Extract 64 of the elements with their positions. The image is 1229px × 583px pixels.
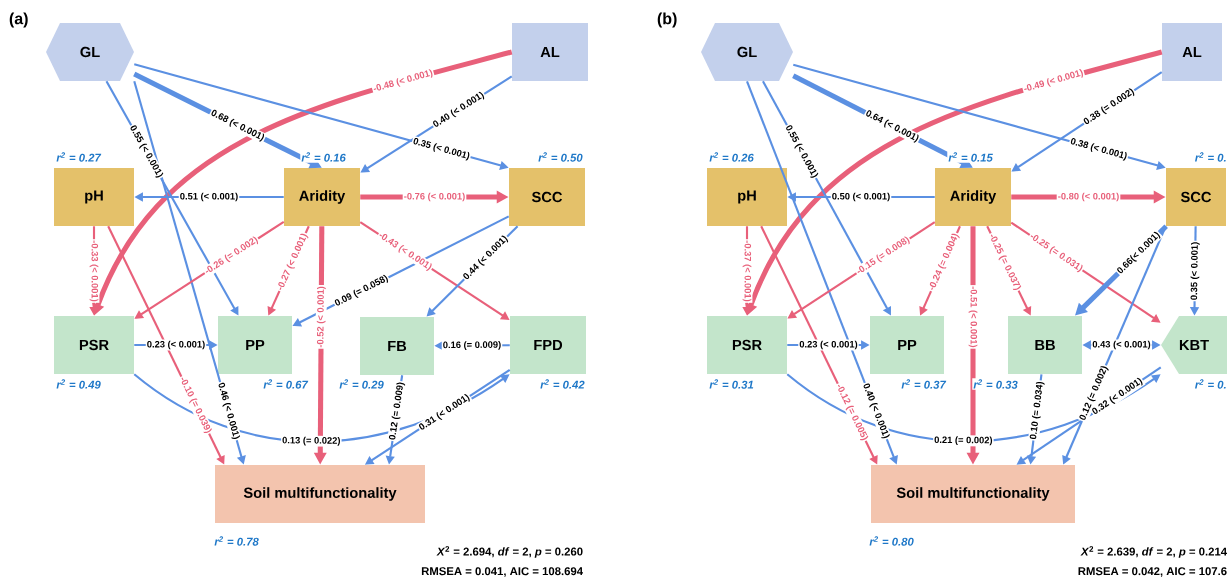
r-squared-label: r$^{2}$ = 0.49 [55, 378, 102, 390]
variable-box: FPD [510, 316, 586, 374]
r-squared-label: r$^{2}$ = 0.33 [972, 378, 1019, 390]
edge-label: 0.43 (< 0.001) [1091, 339, 1152, 351]
edge-label: 0.23 (< 0.001) [145, 339, 207, 351]
variable-box: Aridity [935, 168, 1011, 226]
variable-box: Soil multifunctionality [871, 465, 1075, 523]
r-squared-label: r$^{2}$ = 0.42 [539, 378, 586, 390]
variable-box: FB [360, 317, 434, 375]
fit-statistics: RMSEA = 0.042, AIC = 107.6 [1078, 567, 1227, 577]
edge-label: 0.51 (< 0.001) [178, 191, 240, 203]
r-squared-label: r$^{2}$ = 0.37 [900, 378, 947, 390]
pentagon-node: KBT [1161, 316, 1227, 374]
variable-box: PP [870, 316, 944, 374]
r-squared-label: r$^{2}$ = 0.67 [262, 378, 309, 390]
r-squared-label: r$^{2}$ = 0.15 [947, 151, 994, 163]
edge-label: -0.48 (< 0.001) [371, 67, 436, 96]
r-squared-label: r$^{2}$ = 0.31 [708, 378, 755, 390]
edge-label: 0.23 (< 0.001) [798, 339, 859, 351]
edge-label: -0.52 (< 0.001) [315, 285, 327, 349]
variable-box: Aridity [284, 168, 360, 226]
variable-box: pH [54, 168, 134, 226]
edge-label: 0.21 (= 0.002) [933, 435, 994, 447]
edge-label: 0.35 (< 0.001) [1189, 240, 1201, 302]
r-squared-label: r$^{2}$ = 0. [1193, 378, 1228, 390]
r-squared-label: r$^{2}$ = 0.27 [55, 151, 102, 163]
edge-label: 0.38 (< 0.001) [1068, 135, 1130, 163]
variable-box: BB [1008, 316, 1082, 374]
fit-statistics: RMSEA = 0.041, AIC = 108.694 [421, 567, 583, 577]
hexagon-node: GL [46, 23, 134, 81]
panel-label: (b) [657, 12, 677, 28]
variable-box: PSR [54, 316, 134, 374]
panel-label: (a) [9, 12, 28, 28]
edge-label: 0.50 (< 0.001) [830, 191, 892, 203]
fit-statistics: X$^{2}$ = 2.639, df = 2, p = 0.214 [1080, 546, 1227, 558]
r-squared-label: r$^{2}$ = 0.50 [537, 151, 584, 163]
edge-label: 0.35 (< 0.001) [410, 135, 472, 163]
variable-box: PP [218, 316, 292, 374]
hexagon-node: GL [701, 23, 793, 81]
edge-label: 0.13 (= 0.022) [281, 435, 342, 447]
variable-box: PSR [707, 316, 787, 374]
variable-box: SCC [509, 168, 585, 226]
r-squared-label: r$^{2}$ = 0.29 [338, 378, 385, 390]
r-squared-label: r$^{2}$ = 0.26 [708, 151, 755, 163]
variable-box: Soil multifunctionality [215, 465, 425, 523]
variable-box: SCC [1166, 168, 1226, 226]
variable-box: pH [707, 168, 787, 226]
edge-label: 0.16 (= 0.009) [441, 339, 503, 352]
edge-label: -0.51 (< 0.001) [967, 285, 979, 349]
edge-label: -0.33 (< 0.001) [88, 239, 100, 303]
edge-label: -0.37 (< 0.001) [741, 239, 753, 303]
r-squared-label: r$^{2}$ = 0.78 [213, 535, 260, 547]
r-squared-label: r$^{2}$ = 0.80 [868, 535, 915, 547]
edge-label: 0.46 (< 0.001) [214, 380, 242, 442]
edge-label: 0.12 (= 0.009) [387, 380, 407, 442]
r-squared-label: r$^{2}$ = 0.16 [300, 151, 347, 163]
variable-box: AL [512, 23, 588, 81]
r-squared-label: r$^{2}$ = 0. [1193, 151, 1228, 163]
edge-label: 0.10 (= 0.034) [1028, 379, 1047, 442]
edge-label: -0.76 (< 0.001) [402, 191, 467, 203]
edge-label: -0.49 (< 0.001) [1021, 67, 1086, 96]
fit-statistics: X$^{2}$ = 2.694, df = 2, p = 0.260 [436, 546, 583, 558]
edge-label: -0.80 (< 0.001) [1056, 191, 1121, 203]
variable-box: AL [1162, 23, 1222, 81]
